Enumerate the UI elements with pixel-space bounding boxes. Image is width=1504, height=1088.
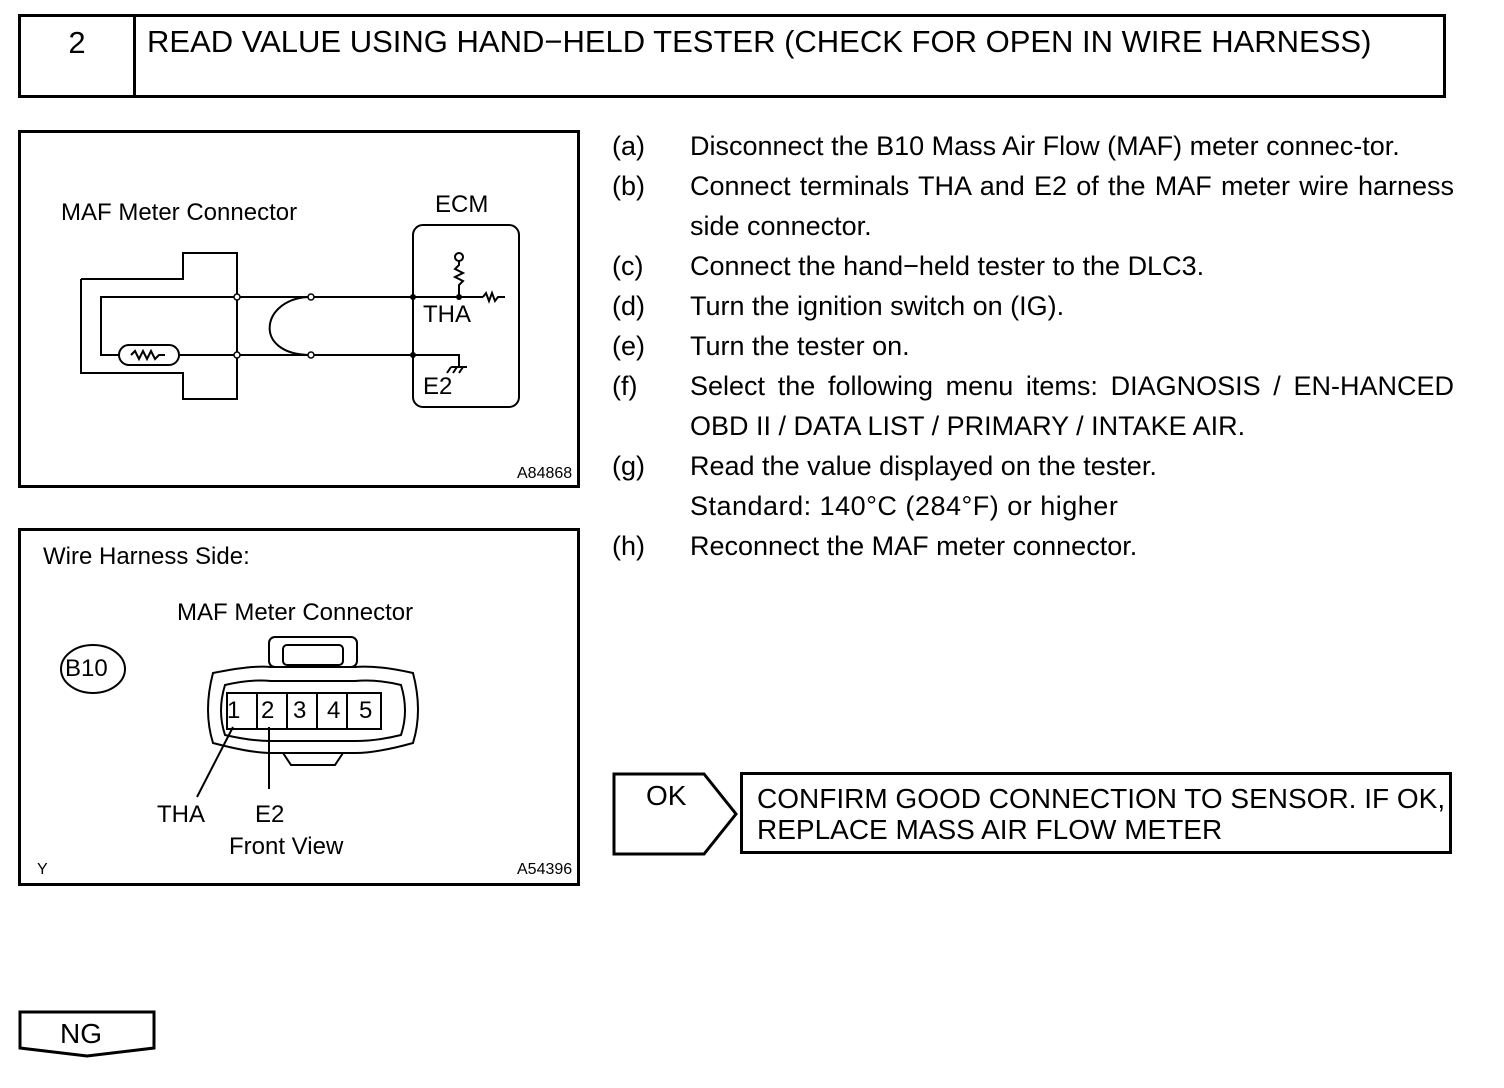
pin-1: 1	[227, 697, 241, 724]
tha-terminal-label: THA	[423, 301, 471, 328]
maf-connector-label: MAF Meter Connector	[177, 599, 414, 626]
step-title: READ VALUE USING HAND−HELD TESTER (CHECK…	[147, 24, 1372, 59]
wire-harness-side-label: Wire Harness Side:	[43, 543, 250, 570]
ng-arrow-shape	[18, 1010, 156, 1058]
step-label: (g)	[612, 451, 645, 481]
figure-code: A54396	[517, 861, 573, 878]
step-label: (f)	[612, 371, 638, 401]
step-label: (h)	[612, 531, 645, 561]
pin1-tha-label: THA	[157, 801, 205, 828]
connector-view-figure: Wire Harness Side: MAF Meter Connector B…	[18, 528, 580, 886]
standard-value: Standard: 140°C (284°F) or higher	[690, 491, 1119, 521]
ng-label: NG	[60, 1018, 102, 1049]
circuit-drawing	[80, 224, 520, 408]
procedure-step: (d) Turn the ignition switch on (IG).	[612, 286, 1454, 326]
step-label: (d)	[612, 291, 645, 321]
pin-4: 4	[327, 697, 341, 724]
step-text: Connect the hand−held tester to the DLC3…	[690, 251, 1205, 281]
procedure-step: (h) Reconnect the MAF meter connector.	[612, 526, 1454, 566]
step-text: Reconnect the MAF meter connector.	[690, 531, 1138, 561]
pin-2: 2	[261, 697, 275, 724]
ng-arrow: NG	[18, 1010, 158, 1063]
step-number: 2	[21, 17, 136, 95]
procedure-step: (a) Disconnect the B10 Mass Air Flow (MA…	[612, 126, 1454, 166]
circuit-diagram-figure: MAF Meter Connector ECM	[18, 130, 580, 488]
step-text: Turn the ignition switch on (IG).	[690, 291, 1065, 321]
corner-mark: Y	[37, 861, 48, 878]
procedure-step: (e) Turn the tester on.	[612, 326, 1454, 366]
ok-label: OK	[646, 780, 687, 811]
pin2-e2-label: E2	[255, 801, 285, 828]
ok-arrow-shape	[612, 772, 738, 856]
maf-connector-label: MAF Meter Connector	[61, 199, 298, 226]
pin-3: 3	[293, 697, 307, 724]
step-text: Disconnect the B10 Mass Air Flow (MAF) m…	[690, 131, 1400, 161]
step-header: 2 READ VALUE USING HAND−HELD TESTER (CHE…	[18, 14, 1446, 98]
ok-result-box: CONFIRM GOOD CONNECTION TO SENSOR. IF OK…	[740, 772, 1452, 854]
procedure-step: (b) Connect terminals THA and E2 of the …	[612, 166, 1454, 246]
front-view-label: Front View	[229, 833, 344, 860]
connector-id-badge: B10	[65, 655, 108, 682]
step-label: (b)	[612, 171, 645, 201]
connector-drawing	[60, 636, 419, 798]
figure-code: A84868	[517, 465, 573, 482]
ok-arrow: OK	[612, 772, 740, 861]
step-text: Read the value displayed on the tester.	[690, 451, 1157, 481]
step-label: (c)	[612, 251, 644, 281]
ok-result-text: CONFIRM GOOD CONNECTION TO SENSOR. IF OK…	[757, 783, 1446, 845]
step-text: Select the following menu items: DIAGNOS…	[690, 371, 1454, 441]
step-label: (a)	[612, 131, 645, 161]
ecm-label: ECM	[435, 191, 489, 218]
step-text: Turn the tester on.	[690, 331, 910, 361]
procedure-step: (g) Read the value displayed on the test…	[612, 446, 1454, 486]
procedure-step: (f) Select the following menu items: DIA…	[612, 366, 1454, 446]
step-label: (e)	[612, 331, 645, 361]
procedure-list: (a) Disconnect the B10 Mass Air Flow (MA…	[612, 126, 1454, 566]
e2-terminal-label: E2	[423, 373, 453, 400]
pin-5: 5	[359, 697, 373, 724]
procedure-step: (c) Connect the hand−held tester to the …	[612, 246, 1454, 286]
step-text: Connect terminals THA and E2 of the MAF …	[690, 171, 1454, 241]
